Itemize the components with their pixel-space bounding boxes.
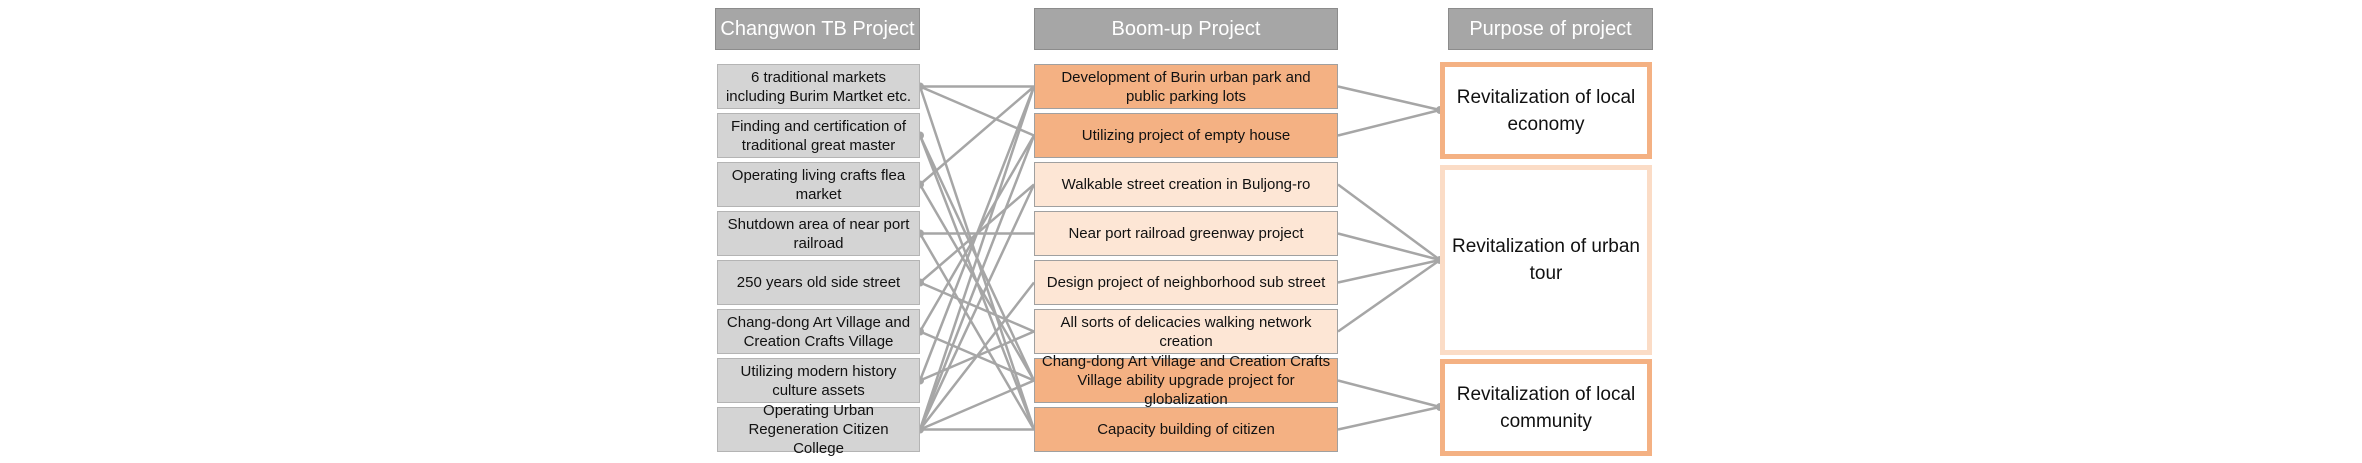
connector-left-7-middle-0 [918,86,1036,430]
right-item-urban-tour: Revitalization of urban tour [1440,165,1652,355]
left-item-modern-history: Utilizing modern history culture assets [717,358,920,403]
left-item-side-street: 250 years old side street [717,260,920,305]
middle-item-walkable-street: Walkable street creation in Buljong-ro [1034,162,1338,207]
middle-item-globalization: Chang-dong Art Village and Creation Craf… [1034,353,1338,408]
header-boom-up-project: Boom-up Project [1034,8,1338,50]
left-item-great-master: Finding and certification of traditional… [717,113,920,158]
left-item-citizen-college: Operating Urban Regeneration Citizen Col… [717,402,920,457]
connector-left-7-middle-6 [919,379,1035,431]
middle-item-burin-park: Development of Burin urban park and publ… [1034,64,1338,109]
connector-middle-6-right-2 [1337,379,1441,409]
middle-item-sub-street: Design project of neighborhood sub stree… [1034,260,1338,305]
left-item-port-railroad: Shutdown area of near port railroad [717,211,920,256]
connector-left-7-middle-4 [919,281,1035,431]
connector-left-0-middle-1 [919,85,1035,137]
left-item-traditional-markets: 6 traditional markets including Burim Ma… [717,64,920,109]
connector-middle-3-right-1 [1337,232,1441,262]
connector-left-7-middle-1 [918,135,1036,430]
connector-middle-5-right-1 [1337,258,1441,333]
middle-item-delicacies-network: All sorts of delicacies walking network … [1034,309,1338,354]
connector-middle-4-right-1 [1337,258,1441,284]
header-purpose-of-project: Purpose of project [1448,8,1653,50]
middle-item-greenway: Near port railroad greenway project [1034,211,1338,256]
header-changwon-tb-project: Changwon TB Project [715,8,920,50]
connector-middle-7-right-2 [1337,405,1441,431]
connector-middle-1-right-0 [1337,108,1441,137]
right-item-local-community: Revitalization of local community [1440,359,1652,456]
middle-item-capacity-building: Capacity building of citizen [1034,407,1338,452]
connector-middle-2-right-1 [1337,183,1441,262]
middle-item-empty-house: Utilizing project of empty house [1034,113,1338,158]
right-item-local-economy: Revitalization of local economy [1440,62,1652,159]
left-item-crafts-flea-market: Operating living crafts flea market [717,162,920,207]
connector-left-3-middle-7 [918,232,1036,431]
left-item-art-village: Chang-dong Art Village and Creation Craf… [717,309,920,354]
connector-left-6-middle-0 [918,86,1036,381]
connector-left-7-middle-2 [918,183,1036,431]
connector-middle-0-right-0 [1337,85,1441,112]
connector-left-2-middle-0 [919,85,1035,186]
